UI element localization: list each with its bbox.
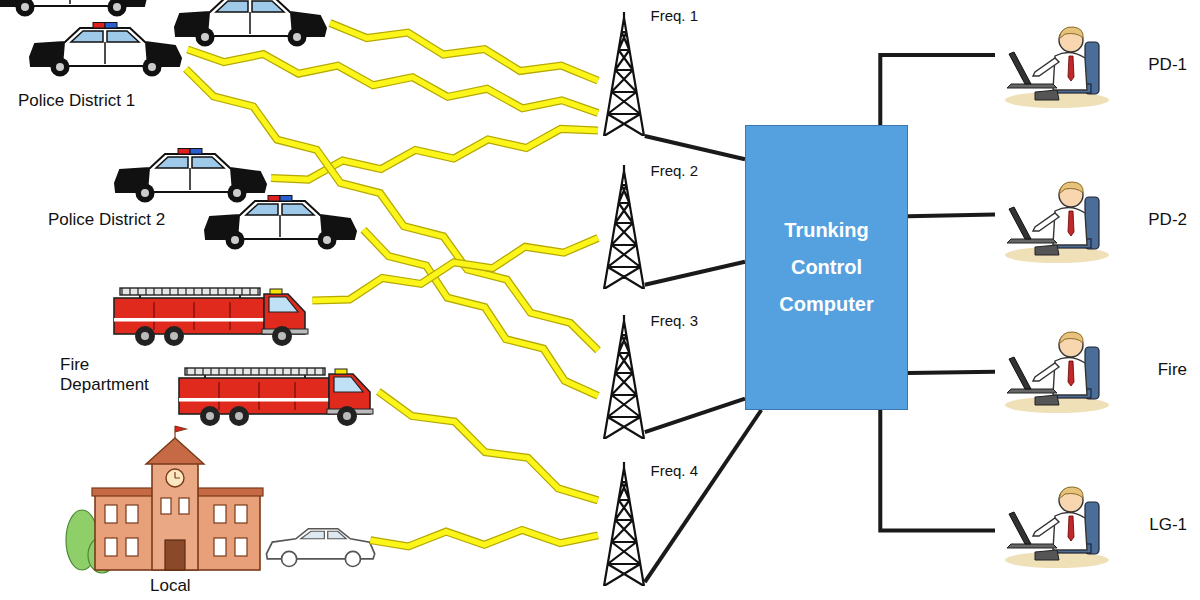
dispatcher-figure [1005,182,1109,263]
dispatcher-node: PD-2 [995,175,1195,265]
radio-link-fill [330,23,598,81]
radio-link-outline [370,530,598,546]
radio-tower [604,165,644,289]
wire-connector [645,399,745,433]
node-label: LG-1 [1149,515,1187,535]
tower-node: Freq. 2 [598,160,702,290]
radio-towers [604,12,644,586]
dispatcher-node: Fire [995,325,1195,415]
illustration-part [165,540,185,570]
node-label: Fire Department [60,355,160,394]
radio-link [330,23,598,81]
illustration-part [175,426,186,438]
radio-tower [604,315,644,439]
dispatcher-figure [1005,487,1109,568]
wire-line [645,410,762,582]
wire-line [645,136,745,159]
illustration-part [152,462,198,570]
node-label: Police District 2 [48,210,165,230]
wire-line [880,410,995,530]
radio-link-outline [378,392,598,501]
police-car [205,196,356,250]
vehicle-group: Fire Department [55,270,385,430]
node-label: Freq. 1 [650,7,698,24]
node-label: Fire [1158,360,1187,380]
radio-link [186,69,598,350]
node-label: Police District 1 [18,91,135,111]
radio-link-fill [312,238,598,300]
wire-line [645,262,745,285]
radio-link-fill [378,392,598,501]
radio-link [312,238,598,300]
wire-connector [908,372,995,373]
radio-link-outline [312,238,598,300]
government-building [66,426,263,573]
police-car [30,23,181,77]
dispatcher-node: PD-1 [995,20,1195,110]
tower-node: Freq. 3 [598,310,702,440]
wire-connector [880,410,995,530]
vehicle-group: Local [60,440,380,599]
illustration-part [105,538,117,556]
police-car [0,0,146,17]
radio-link [370,530,598,546]
vehicle-group: Police District 2 [40,140,370,255]
radio-tower [604,462,644,586]
radio-link-fill [370,530,598,546]
node-label: Local [150,576,191,596]
node-label: Freq. 2 [650,162,698,179]
wire-connector [645,136,745,159]
dispatchers [1005,27,1109,568]
fire-trucks [114,288,373,426]
node-label: Freq. 4 [650,462,698,479]
illustration-part [235,538,247,556]
wire-connector [645,410,762,582]
dispatcher-node: LG-1 [995,480,1195,570]
illustration-part [214,505,226,523]
process-box: Trunking Control Computer [745,125,908,410]
illustration-part [161,498,171,514]
illustration-part [166,469,184,487]
radio-link-outline [186,69,598,350]
illustration-part [179,498,189,514]
wire-line [880,55,995,125]
node-label: Trunking Control Computer [762,212,892,323]
car [266,529,374,567]
tower-node: Freq. 1 [598,5,702,140]
police-car [115,149,266,203]
police-cars [0,0,356,250]
tower-node: Freq. 4 [598,460,702,590]
wire-line [908,372,995,373]
radio-link-fill [186,69,598,350]
illustration-part [175,472,180,478]
wire-connector [908,215,995,217]
radio-link-outline [330,23,598,81]
dispatcher-figure [1005,332,1109,413]
police-car [175,0,326,47]
wire-connector [645,262,745,285]
illustration-part [235,505,247,523]
illustration-part [105,505,117,523]
illustration-part [146,438,204,464]
vehicle-group: Police District 1 [5,0,340,115]
dispatcher-figure [1005,27,1109,108]
wire-connector [880,55,995,125]
node-label: PD-1 [1148,55,1187,75]
node-label: PD-2 [1148,210,1187,230]
radio-tower [604,12,644,136]
illustration-part [126,505,138,523]
fire-truck [114,288,308,346]
illustration-part [214,538,226,556]
wire-line [908,215,995,217]
radio-link [378,392,598,501]
illustration-part [126,538,138,556]
fire-truck [179,368,373,426]
node-label: Freq. 3 [650,312,698,329]
wire-line [645,399,745,433]
